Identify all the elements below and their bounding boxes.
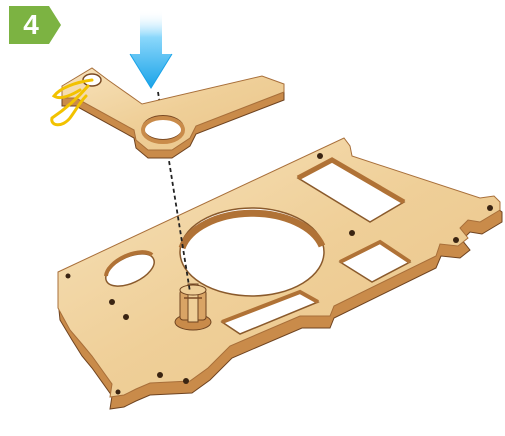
- pin-holes: [65, 153, 493, 395]
- lever-arm: [61, 67, 285, 159]
- upper-rect-cutout: [296, 157, 406, 223]
- bottom-slot-cutout: [220, 289, 320, 335]
- large-round-cutout: [178, 207, 326, 297]
- pivot-post: [174, 283, 212, 331]
- insert-direction-arrow: [129, 10, 173, 89]
- base-plate: [57, 137, 503, 410]
- badge-shape: [9, 6, 61, 44]
- right-rect-cutout: [338, 239, 412, 283]
- rubber-band: [50, 78, 94, 127]
- alignment-guide-line: [157, 91, 191, 293]
- step-number: 4: [23, 9, 39, 40]
- left-oval-cutout: [104, 250, 155, 287]
- step-number-badge: 4: [9, 6, 63, 44]
